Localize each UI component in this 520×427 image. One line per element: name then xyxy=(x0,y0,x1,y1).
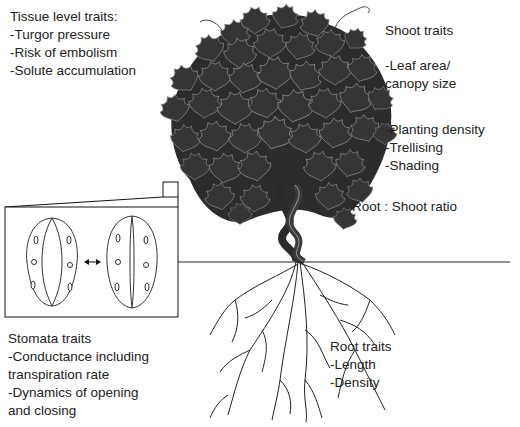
chloroplast xyxy=(116,234,120,242)
root xyxy=(220,350,250,372)
stoma-open xyxy=(27,218,78,306)
trait-label: -Risk of embolism xyxy=(10,44,210,62)
guard-cell xyxy=(107,216,132,308)
vine-leaf xyxy=(157,92,193,126)
trait-label: -Solute accumulation xyxy=(10,62,210,80)
arrow-head xyxy=(96,259,101,265)
vine-leaf xyxy=(196,119,234,154)
tendril xyxy=(335,7,369,28)
vine-leaf xyxy=(313,181,347,213)
vine-leaf xyxy=(313,28,347,60)
leaf-cluster xyxy=(157,1,399,232)
root xyxy=(352,300,370,332)
trait-label: -Turgor pressure xyxy=(10,26,210,44)
nucleus xyxy=(68,263,73,268)
chloroplast xyxy=(68,283,72,291)
trunk-highlight xyxy=(289,185,304,262)
vine-leaf xyxy=(228,203,252,225)
root xyxy=(305,380,322,418)
root xyxy=(302,264,395,335)
vine-leaf xyxy=(302,150,337,182)
vine-leaf xyxy=(344,52,380,86)
stoma-closed xyxy=(107,216,157,308)
chloroplast xyxy=(67,236,71,244)
guard-cell xyxy=(132,216,157,308)
trait-label: -Length xyxy=(330,356,480,374)
root xyxy=(245,300,272,318)
vine-leaf xyxy=(282,30,318,64)
trait-label: Root traits xyxy=(330,338,480,356)
chloroplast xyxy=(115,283,119,291)
vine-leaf xyxy=(236,149,274,184)
nucleus xyxy=(144,263,149,268)
trunk-strand xyxy=(289,185,304,262)
chloroplast xyxy=(31,281,35,289)
vine-leaf xyxy=(269,1,303,33)
chloroplast xyxy=(144,236,148,244)
trait-label: -Planting density xyxy=(385,121,515,139)
root xyxy=(232,300,238,342)
leader-line xyxy=(178,197,179,207)
vine-leaf xyxy=(203,181,237,213)
vine-leaf xyxy=(255,55,294,90)
vine-leaf xyxy=(168,123,202,155)
vine-leaf xyxy=(340,24,372,55)
leader-line xyxy=(5,197,163,207)
trait-label: -Trellising xyxy=(385,139,515,157)
trait-label: Root : Shoot ratio xyxy=(352,198,517,216)
trait-label: Stomata traits xyxy=(8,330,208,348)
tendril xyxy=(200,20,222,30)
trait-label: -Density xyxy=(330,374,480,392)
root xyxy=(272,262,298,420)
vine-leaf xyxy=(254,29,287,59)
root xyxy=(280,380,291,414)
root xyxy=(320,295,348,305)
trait-label: Tissue level traits: xyxy=(10,8,210,26)
trait-label: -Leaf area/ canopy size xyxy=(385,57,470,93)
guard-cell xyxy=(27,218,52,306)
root xyxy=(210,264,298,335)
nucleus xyxy=(116,260,121,265)
root xyxy=(262,330,266,372)
vine-leaf xyxy=(187,87,222,119)
root xyxy=(305,330,330,368)
root xyxy=(210,395,228,418)
trait-label: -Shading xyxy=(385,157,515,175)
root xyxy=(300,262,307,422)
vine-leaf xyxy=(332,147,368,181)
inset-frame xyxy=(5,207,178,317)
vine-leaf xyxy=(254,113,297,154)
vine-leaf xyxy=(307,87,342,119)
vine-leaf xyxy=(229,124,262,154)
vine-leaf xyxy=(319,56,352,86)
vine-leaf xyxy=(287,122,322,154)
guard-cell xyxy=(52,218,77,306)
vine-leaf xyxy=(180,153,210,180)
nucleus xyxy=(32,260,37,265)
trait-label: Shoot traits xyxy=(385,22,515,40)
chloroplast xyxy=(145,283,149,291)
zoom-marker xyxy=(163,182,178,197)
trait-label: -Dynamics of opening and closing xyxy=(8,384,158,420)
root xyxy=(228,262,296,415)
arrow-head xyxy=(84,259,89,265)
vine-leaf xyxy=(217,92,253,124)
vine-leaf xyxy=(316,116,354,151)
chloroplast xyxy=(34,236,38,244)
vine-leaf xyxy=(191,31,228,67)
vine-leaf xyxy=(199,62,232,92)
trait-label: -Conductance including transpiration rat… xyxy=(8,348,208,384)
ground-line xyxy=(130,262,510,263)
vine-leaf xyxy=(165,60,204,98)
